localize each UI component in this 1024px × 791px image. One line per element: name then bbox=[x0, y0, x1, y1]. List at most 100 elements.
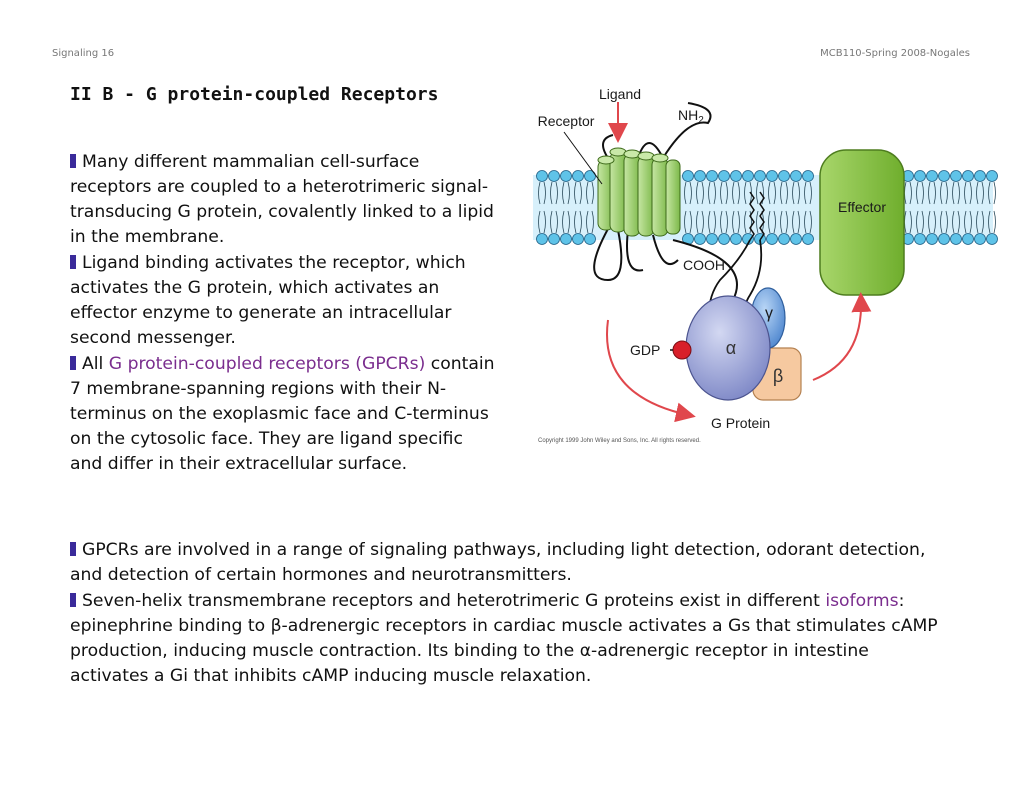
lipid-tail bbox=[976, 210, 984, 234]
lipid-tail bbox=[792, 181, 800, 205]
lipid-head bbox=[706, 170, 718, 182]
lipid-tail bbox=[684, 181, 692, 205]
lipid-tail bbox=[964, 181, 972, 205]
lipid-head bbox=[914, 170, 926, 182]
lipid-tail bbox=[928, 210, 936, 234]
receptor-7tm bbox=[593, 102, 738, 356]
gpcr-term-highlight: G protein-coupled receptors (GPCRs) bbox=[108, 354, 426, 374]
lipid-tail bbox=[928, 181, 936, 205]
ligand-label: Ligand bbox=[599, 86, 641, 102]
lipid-head bbox=[584, 170, 596, 182]
effector-enzyme bbox=[819, 149, 905, 296]
lipid-head bbox=[766, 233, 778, 245]
lipid-head bbox=[718, 170, 730, 182]
bullet-2-text: Ligand binding activates the receptor, w… bbox=[70, 253, 466, 348]
lipid-tail bbox=[804, 210, 812, 234]
lipid-tail bbox=[574, 181, 582, 205]
bullet-marker-icon bbox=[70, 542, 76, 556]
lipid-head bbox=[548, 233, 560, 245]
lipid-tail bbox=[964, 210, 972, 234]
bullet-3-text-end: contain 7 membrane-spanning regions with… bbox=[70, 354, 495, 474]
lipid-head bbox=[986, 233, 998, 245]
lipid-head bbox=[790, 170, 802, 182]
bullet-marker-icon bbox=[70, 593, 76, 607]
beta-symbol: β bbox=[270, 616, 282, 636]
lipid-tail bbox=[988, 210, 996, 234]
lipid-tail bbox=[538, 210, 546, 234]
lipid-head bbox=[754, 170, 766, 182]
lipid-head bbox=[766, 170, 778, 182]
lipid-tail bbox=[720, 210, 728, 234]
lipid-head bbox=[986, 170, 998, 182]
lipid-tail bbox=[708, 181, 716, 205]
bullet-marker-icon bbox=[70, 255, 76, 269]
lipid-anchor bbox=[759, 191, 765, 241]
gpcr-diagram: Effector β γ α Ligand Receptor NH bbox=[533, 86, 998, 444]
membrane-lipid-heads bbox=[536, 170, 998, 245]
lipid-tail bbox=[550, 210, 558, 234]
slide-title: II B - G protein-coupled Receptors bbox=[70, 84, 439, 105]
lipid-tail bbox=[720, 181, 728, 205]
lipid-head bbox=[778, 170, 790, 182]
lipid-tail bbox=[780, 210, 788, 234]
lipid-head bbox=[560, 233, 572, 245]
bullet-1-text: Many different mammalian cell-surface re… bbox=[70, 152, 494, 247]
activation-arrow-right bbox=[812, 292, 872, 381]
lipid-tail bbox=[708, 210, 716, 234]
lipid-head bbox=[938, 170, 950, 182]
bullet-4-text: GPCRs are involved in a range of signali… bbox=[70, 540, 926, 585]
bullet-5-text-mid2: -adrenergic receptors in cardiac muscle … bbox=[70, 616, 938, 661]
bullet-5-text-mid1: : epinephrine binding to bbox=[70, 591, 905, 636]
lipid-head bbox=[778, 233, 790, 245]
lipid-head bbox=[706, 233, 718, 245]
nh2-label: NH2 bbox=[678, 107, 704, 126]
alpha-symbol: α bbox=[579, 641, 592, 661]
lipid-head bbox=[790, 233, 802, 245]
lipid-tail bbox=[732, 210, 740, 234]
lipid-head bbox=[584, 233, 596, 245]
lipid-tail bbox=[732, 181, 740, 205]
gdp-molecule bbox=[672, 340, 692, 360]
cooh-label: COOH bbox=[683, 257, 725, 273]
g-protein-label: G Protein bbox=[711, 415, 770, 431]
alpha-label: α bbox=[726, 338, 736, 358]
lipid-tail bbox=[696, 210, 704, 234]
left-text-column: Many different mammalian cell-surface re… bbox=[70, 150, 500, 478]
isoforms-term-highlight: isoforms bbox=[825, 591, 899, 611]
gdp-label: GDP bbox=[630, 342, 660, 358]
lipid-tail bbox=[586, 210, 594, 234]
lipid-head bbox=[730, 233, 742, 245]
lipid-tail bbox=[940, 210, 948, 234]
lipid-head bbox=[974, 233, 986, 245]
lipid-tail bbox=[952, 181, 960, 205]
lipid-head bbox=[926, 233, 938, 245]
lipid-tail bbox=[940, 181, 948, 205]
lipid-head bbox=[742, 170, 754, 182]
lipid-tail bbox=[768, 181, 776, 205]
lipid-head bbox=[730, 170, 742, 182]
lipid-head bbox=[974, 170, 986, 182]
bullet-marker-icon bbox=[70, 356, 76, 370]
lipid-tail bbox=[756, 181, 764, 205]
slide-header-left: Signaling 16 bbox=[52, 48, 115, 59]
lipid-tail bbox=[780, 181, 788, 205]
lipid-head bbox=[802, 170, 814, 182]
lipid-tail bbox=[744, 210, 752, 234]
bullet-marker-icon bbox=[70, 154, 76, 168]
bullet-5-text-start: Seven-helix transmembrane receptors and … bbox=[82, 591, 826, 611]
bullet-4: GPCRs are involved in a range of signali… bbox=[70, 538, 950, 588]
lipid-head bbox=[536, 233, 548, 245]
receptor-label: Receptor bbox=[538, 113, 595, 129]
lipid-head bbox=[572, 233, 584, 245]
lipid-tail bbox=[696, 181, 704, 205]
lipid-head bbox=[962, 233, 974, 245]
lipid-tail bbox=[562, 210, 570, 234]
lipid-tail bbox=[916, 181, 924, 205]
bullet-2: Ligand binding activates the receptor, w… bbox=[70, 251, 500, 351]
lipid-head bbox=[694, 233, 706, 245]
lipid-tail bbox=[988, 181, 996, 205]
activation-arrow-left bbox=[606, 319, 696, 423]
membrane-lipid-tails bbox=[538, 181, 996, 234]
lipid-tail bbox=[550, 181, 558, 205]
lipid-head bbox=[536, 170, 548, 182]
